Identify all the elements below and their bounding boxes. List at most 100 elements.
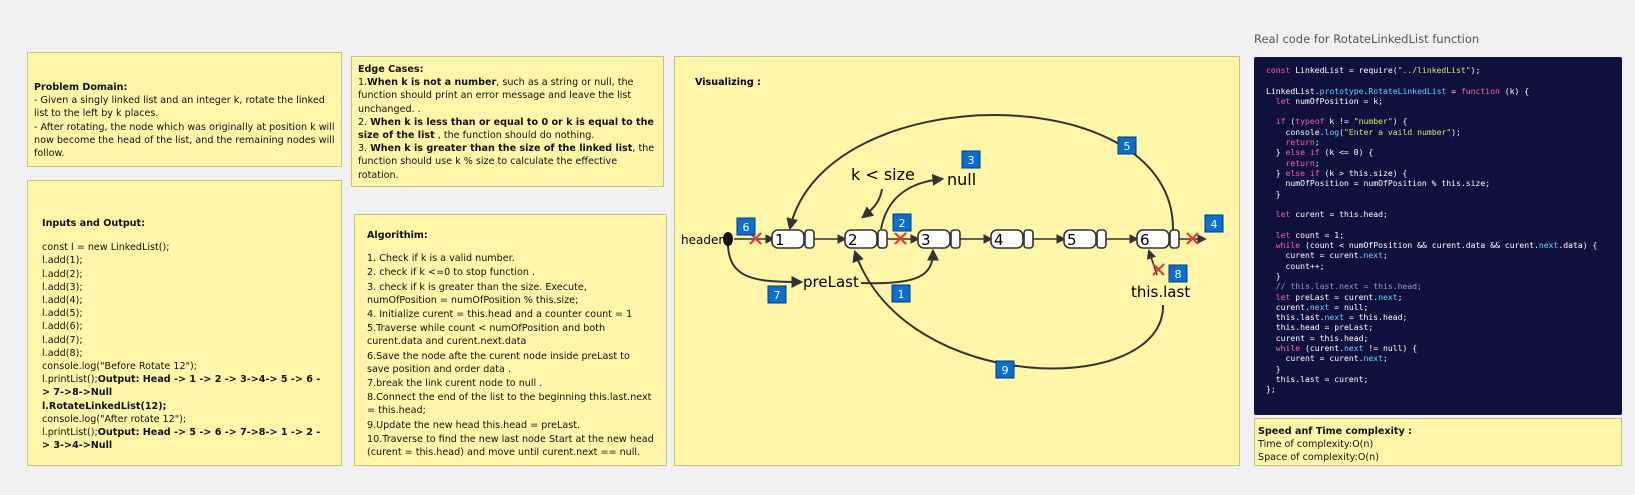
- code-line: }: [1266, 188, 1281, 199]
- cross-icon: [1186, 232, 1199, 245]
- io-line: l.add(4);: [42, 294, 327, 307]
- k-size-label: k < size: [851, 165, 915, 184]
- visual-title: Visualizing :: [695, 77, 761, 88]
- code-block: const LinkedList = require("../linkedLis…: [1254, 57, 1622, 415]
- step-badge-4: 4: [1204, 214, 1224, 233]
- time-complexity: Time of complexity:O(n): [1258, 439, 1374, 451]
- header-dot: [723, 232, 733, 246]
- header-to-prelast-arrow: [727, 245, 804, 288]
- step-number: 6: [743, 221, 750, 234]
- io-line-text: const l = new LinkedList();: [42, 242, 170, 254]
- edge-case-item: 3. When k is greater than the size of th…: [358, 142, 657, 182]
- algorithm-step: 2. check if k <=0 to stop function .: [367, 267, 536, 279]
- code-line: curent = curent.next;: [1266, 353, 1388, 364]
- edge-case-prefix: 2.: [358, 116, 371, 128]
- code-line: numOfPosition = numOfPosition % this.siz…: [1266, 178, 1491, 189]
- code-line: return;: [1285, 157, 1320, 168]
- code-line: }: [1266, 270, 1281, 281]
- code-line: const LinkedList = require("../linkedLis…: [1266, 65, 1481, 75]
- io-line: const l = new LinkedList();: [42, 241, 327, 254]
- cross-icon: [894, 232, 907, 245]
- io-title: Inputs and Output:: [42, 218, 145, 229]
- io-line: l.add(6);: [42, 320, 327, 333]
- io-line: l.add(8);: [42, 347, 327, 360]
- code-line: LinkedList.prototype.RotateLinkedList = …: [1266, 85, 1530, 96]
- step-number: 2: [899, 217, 906, 230]
- code-line: return;: [1285, 137, 1320, 148]
- io-line-text: l.add(5);: [42, 308, 83, 320]
- inputs-output-note: Inputs and Output: const l = new LinkedL…: [27, 180, 342, 466]
- io-line: l.add(3);: [42, 281, 327, 294]
- code-line: let numOfPosition = k;: [1275, 95, 1383, 106]
- space-complexity: Space of complexity:O(n): [1258, 452, 1379, 464]
- null-label: null: [947, 170, 976, 189]
- step-badge-1: 1: [891, 284, 911, 303]
- code-line: [1266, 219, 1610, 229]
- code-line: curent.next = null;: [1266, 301, 1369, 312]
- io-line-text: console.log("After rotate 12");: [42, 413, 187, 425]
- step-badge-3: 3: [961, 150, 981, 169]
- node-label: 1: [775, 231, 785, 249]
- io-line-text: l.add(1);: [42, 255, 83, 267]
- algorithm-step: 9.Update the new head this.head = preLas…: [367, 419, 581, 431]
- code-line: this.last = curent;: [1266, 373, 1369, 384]
- algorithm-step: 7.break the link curent node to null .: [367, 378, 543, 390]
- problem-domain-note: Problem Domain: - Given a singly linked …: [27, 52, 342, 167]
- step-number: 8: [1175, 268, 1182, 281]
- node-6: 6: [1136, 229, 1180, 249]
- code-line: }: [1266, 363, 1281, 374]
- algorithm-step: 3. check if k is greater than the size. …: [367, 281, 587, 306]
- edge-case-bold: When k is less than or equal to 0 or k i…: [358, 116, 654, 142]
- node-4: 4: [990, 229, 1034, 249]
- to-null-arrow: [880, 173, 945, 230]
- k-size-arrow: [861, 188, 883, 219]
- linked-list-diagram: Visualizing : header 1 2 3 4: [681, 77, 1224, 379]
- algorithm-step: 5.Traverse while count < numOfPosition a…: [367, 323, 606, 348]
- io-line: l.add(5);: [42, 307, 327, 320]
- edge-case-bold: When k is not a number: [367, 77, 497, 89]
- code-line: [1266, 199, 1610, 209]
- code-line: if (typeof k != "number") {: [1275, 116, 1408, 127]
- io-line: l.add(7);: [42, 334, 327, 347]
- io-line-text: l.add(4);: [42, 295, 83, 307]
- io-line-bold: l.RotateLinkedList(12);: [42, 400, 167, 412]
- io-line-text: console.log("Before Rotate 12");: [42, 361, 197, 373]
- edge-case-prefix: 1.: [358, 77, 368, 89]
- io-line-text: l.add(6);: [42, 321, 83, 333]
- io-line: console.log("Before Rotate 12");: [42, 360, 327, 373]
- code-line: curent = curent.next;: [1266, 250, 1388, 261]
- algorithm-step: 10.Traverse to find the new last node St…: [367, 433, 654, 459]
- io-line: l.printList();Output: Head -> 1 -> 2 -> …: [42, 373, 327, 399]
- new-head-arc: [852, 249, 1165, 370]
- algorithm-lines: 1. Check if k is a valid number. 2. check…: [367, 252, 654, 459]
- node-label: 4: [994, 231, 1004, 249]
- node-label: 6: [1140, 231, 1150, 249]
- complexity-title: Speed anf Time complexity :: [1258, 426, 1412, 437]
- step-number: 9: [1002, 364, 1009, 377]
- code-line: } else if (k > this.size) {: [1266, 167, 1408, 178]
- algorithm-step: 1. Check if k is a valid number.: [367, 253, 515, 265]
- edge-cases-title: Edge Cases:: [358, 64, 424, 75]
- code-line: let count = 1;: [1275, 229, 1344, 240]
- step-badge-7: 7: [767, 285, 787, 304]
- step-badge-8: 8: [1168, 264, 1188, 283]
- node-label: 2: [848, 231, 858, 249]
- visualizing-note: Visualizing : header 1 2 3 4: [674, 56, 1240, 466]
- io-line: l.printList();Output: Head -> 5 -> 6 -> …: [42, 426, 327, 452]
- problem-line: - After rotating, the node which was ori…: [34, 121, 335, 160]
- problem-domain-title: Problem Domain:: [34, 82, 128, 93]
- code-line: let curent = this.head;: [1275, 209, 1388, 220]
- complexity-note: Speed anf Time complexity : Time of comp…: [1254, 418, 1622, 466]
- node-3: 3: [917, 229, 961, 249]
- io-line-text: l.printList();: [42, 374, 98, 386]
- node-1: 1: [771, 229, 815, 249]
- step-number: 7: [774, 289, 781, 302]
- io-line-text: l.add(2);: [42, 268, 83, 280]
- node-2: 2: [844, 229, 888, 249]
- prelast-label: preLast: [803, 273, 859, 291]
- code-line: } else if (k <= 0) {: [1266, 147, 1374, 158]
- step-number: 5: [1124, 140, 1131, 153]
- code-line: [1266, 75, 1610, 85]
- code-line: // this.last.next = this.head;: [1266, 281, 1422, 292]
- io-line-text: l.add(3);: [42, 281, 83, 293]
